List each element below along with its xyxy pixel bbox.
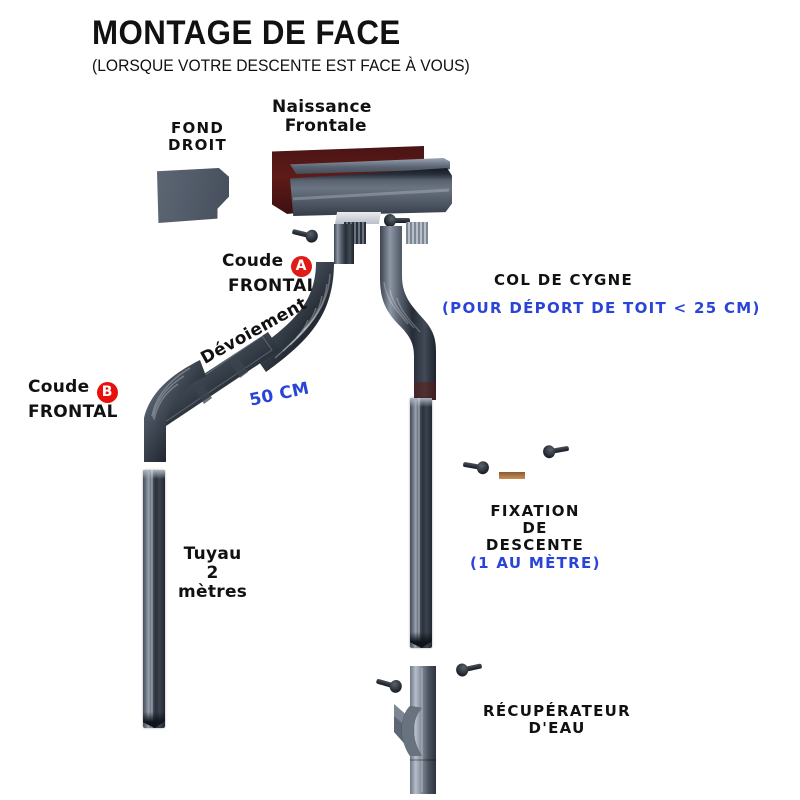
badge-a: A (290, 256, 312, 277)
part-devoiement (152, 332, 280, 426)
part-naissance-frontale (268, 146, 452, 228)
badge-b: B (96, 382, 118, 403)
label-recuperateur-eau: RÉCUPÉRATEUR D'EAU (482, 702, 632, 737)
part-downspout-right (410, 398, 432, 648)
pipe-bottom-cap (410, 632, 432, 648)
page-subtitle: (LORSQUE VOTRE DESCENTE EST FACE À VOUS) (92, 56, 470, 75)
pipe-seam (418, 398, 421, 648)
page-title: MONTAGE DE FACE (92, 14, 401, 52)
screw-icon (462, 458, 490, 476)
label-coude-b: Coude B FRONTAL (28, 377, 118, 422)
gutter-end-cap-shape (157, 168, 229, 223)
connector-block (406, 222, 428, 244)
label-col-de-cygne-note: (POUR DÉPORT DE TOIT < 25 CM) (442, 299, 761, 317)
part-coude-b-frontal (144, 360, 206, 462)
bracket-liner (499, 472, 525, 480)
label-tuyau: Tuyau 2 mètres (178, 544, 248, 603)
part-fond-droit (157, 168, 229, 223)
label-naissance-frontale: Naissance Frontale (272, 97, 372, 137)
part-col-de-cygne (380, 226, 436, 400)
part-recuperateur-eau (394, 666, 436, 794)
part-tuyau-2-metres (143, 470, 165, 728)
pipe-bottom-cap (143, 712, 165, 728)
label-col-de-cygne: COL DE CYGNE (494, 271, 634, 289)
label-fixation-descente: FIXATION DE DESCENTE (1 AU MÈTRE) (470, 502, 601, 573)
part-fixation-descente (492, 437, 532, 481)
label-coude-a: Coude A FRONTAL (222, 251, 318, 296)
label-fond-droit: FOND DROIT (168, 119, 228, 154)
screw-icon (542, 442, 570, 460)
pipe-seam (151, 470, 154, 728)
